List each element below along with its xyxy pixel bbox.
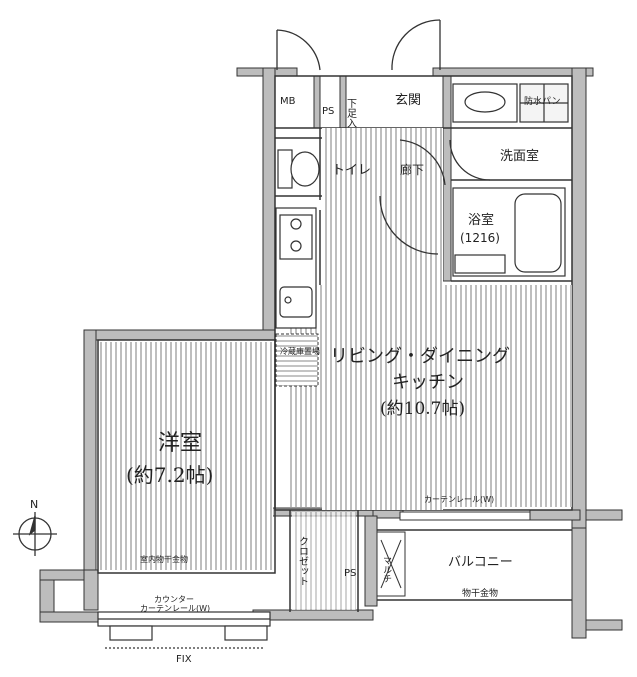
label-western-size: (約7.2帖) xyxy=(126,463,213,487)
label-closet: クロゼット xyxy=(297,536,309,586)
label-entrance: 玄関 xyxy=(395,93,421,108)
label-counter: カウンター xyxy=(154,595,194,604)
balcony-area xyxy=(376,511,531,597)
label-ldk-line1: リビング・ダイニング xyxy=(330,346,510,367)
entrance-doors xyxy=(276,19,491,255)
label-balcony: バルコニー xyxy=(448,555,513,570)
label-bath: 浴室 xyxy=(468,212,494,228)
label-bath-size: (1216) xyxy=(460,231,500,245)
label-shoe-box: 下足入 xyxy=(345,98,357,128)
label-ldk-size: (約10.7帖) xyxy=(380,399,465,419)
label-corridor: 廊下 xyxy=(400,162,424,177)
label-curtain-rail-bottom: カーテンレール(W) xyxy=(140,604,210,613)
label-western-room: 洋室 xyxy=(158,431,202,456)
label-ps-bottom: PS xyxy=(344,568,356,579)
label-outdoor-dryer: 物干金物 xyxy=(462,587,498,599)
label-mb: MB xyxy=(280,96,296,107)
label-washroom: 洗面室 xyxy=(500,148,539,164)
label-north: N xyxy=(30,498,38,511)
label-toilet: トイレ xyxy=(332,163,371,178)
kitchen-counter xyxy=(275,207,317,329)
label-storage: 冷蔵庫置場 xyxy=(280,346,320,356)
label-multi: マルチ xyxy=(381,556,392,583)
label-washbasin-pan: 防水パン xyxy=(524,95,560,107)
label-ldk-line2: キッチン xyxy=(392,372,464,393)
western-room-floor xyxy=(100,342,273,570)
closet-floor xyxy=(292,512,356,610)
toilet-fixture xyxy=(277,149,320,189)
washbasin xyxy=(452,83,569,123)
label-fix: FIX xyxy=(176,654,192,665)
ldk-floor-lower xyxy=(288,285,572,507)
label-ps-top: PS xyxy=(322,106,334,117)
label-curtain-rail-w: カーテンレール(W) xyxy=(424,495,494,504)
bottom-window xyxy=(97,611,271,649)
bathtub xyxy=(452,187,566,277)
fridge-space xyxy=(275,333,319,387)
compass-icon xyxy=(13,512,57,556)
label-indoor-dryer: 室内物干金物 xyxy=(140,554,188,564)
